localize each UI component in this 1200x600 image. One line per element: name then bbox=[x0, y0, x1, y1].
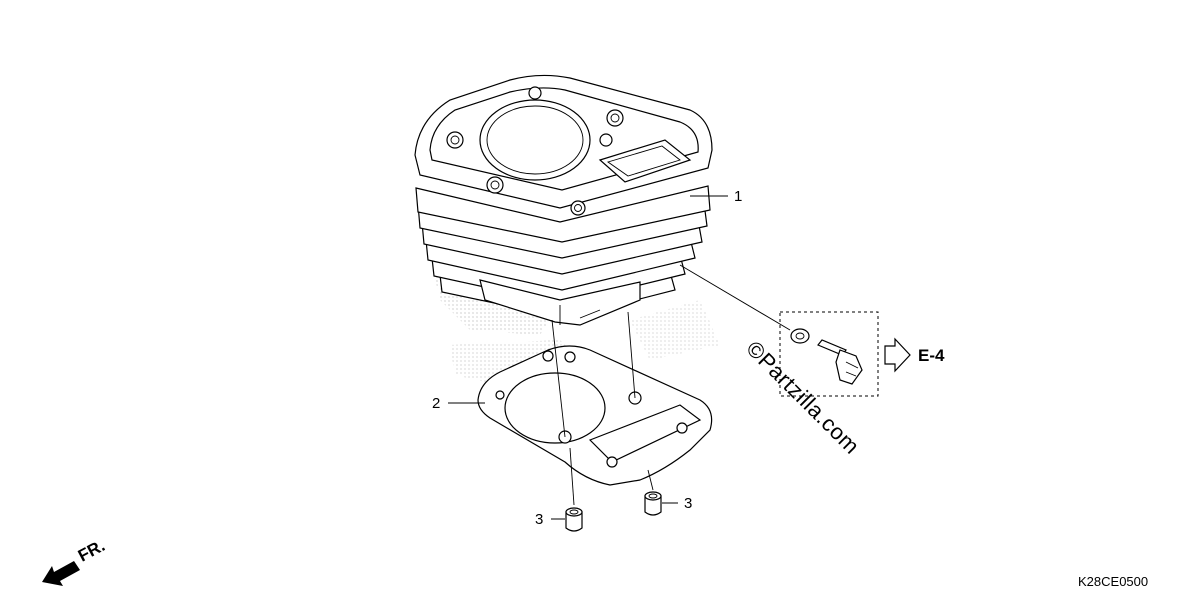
dowel-pin-left bbox=[565, 507, 583, 532]
callout-2: 2 bbox=[432, 395, 485, 412]
front-arrow-icon bbox=[42, 561, 80, 586]
diagram-code: K28CE0500 bbox=[1078, 574, 1148, 589]
svg-text:1: 1 bbox=[734, 188, 742, 205]
svg-text:3: 3 bbox=[684, 495, 692, 512]
front-label: FR. bbox=[75, 536, 108, 566]
cylinder-part bbox=[414, 74, 713, 326]
front-direction: FR. bbox=[42, 536, 108, 586]
svg-text:2: 2 bbox=[432, 395, 440, 412]
hollow-arrow-right-icon bbox=[884, 337, 911, 373]
callout-1: 1 bbox=[690, 188, 742, 205]
reference-label: E-4 bbox=[918, 346, 945, 365]
callout-3-left: 3 bbox=[535, 511, 565, 528]
callout-3-right: 3 bbox=[662, 495, 692, 512]
svg-text:3: 3 bbox=[535, 511, 543, 528]
dowel-pin-right bbox=[644, 491, 662, 516]
reference-arrow[interactable]: E-4 bbox=[884, 337, 945, 373]
bolt-assembly bbox=[779, 311, 879, 397]
gasket-part bbox=[477, 345, 713, 486]
assembly-lines bbox=[551, 264, 791, 506]
